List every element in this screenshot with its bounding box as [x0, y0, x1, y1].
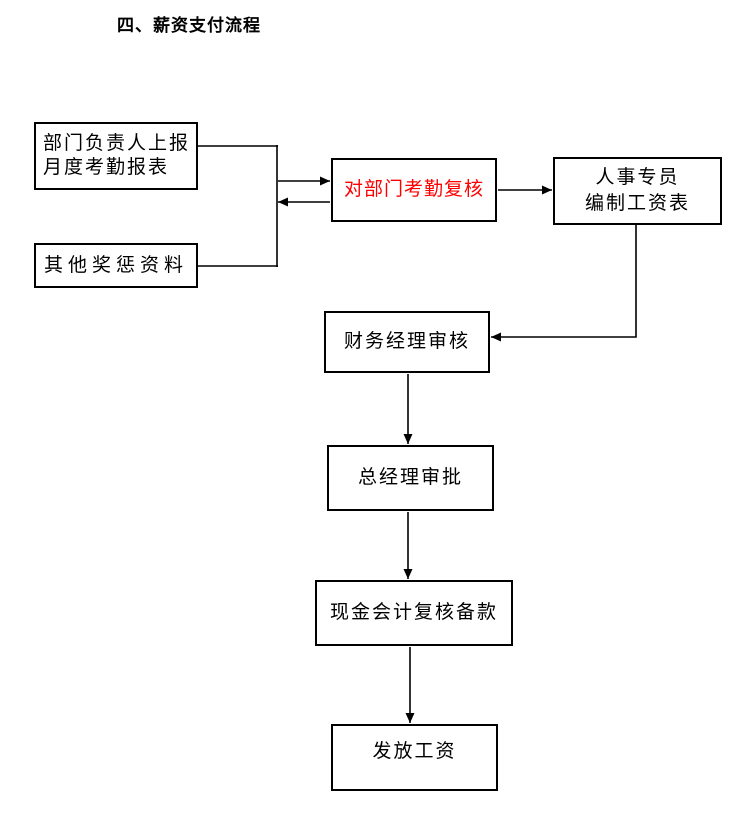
node-label-line1: 部门负责人上报 — [43, 133, 191, 154]
node-general-manager-approval: 总经理审批 — [327, 445, 494, 511]
node-label-line2: 月度考勤报表 — [43, 157, 170, 178]
arrow-hr-to-finance — [491, 225, 637, 342]
node-label: 其他奖惩资料 — [43, 254, 188, 276]
node-label: 现金会计复核备款 — [329, 602, 498, 623]
node-department-monthly-report: 部门负责人上报 月度考勤报表 — [34, 122, 198, 190]
node-label-line1: 人事专员 — [595, 167, 680, 188]
node-cash-accountant-review-funds: 现金会计复核备款 — [315, 580, 513, 646]
node-label: 总经理审批 — [357, 467, 463, 488]
node-other-reward-punishment-data: 其他奖惩资料 — [34, 243, 198, 288]
node-finance-manager-review: 财务经理审核 — [324, 311, 490, 373]
node-hr-specialist-payroll: 人事专员 编制工资表 — [553, 157, 722, 225]
node-label-line2: 编制工资表 — [584, 193, 690, 214]
page-title: 四、薪资支付流程 — [117, 16, 261, 35]
node-label: 对部门考勤复核 — [343, 179, 484, 200]
node-label: 发放工资 — [372, 741, 457, 762]
node-label: 财务经理审核 — [343, 331, 470, 352]
node-pay-wages: 发放工资 — [331, 724, 498, 791]
node-attendance-review: 对部门考勤复核 — [331, 158, 497, 222]
